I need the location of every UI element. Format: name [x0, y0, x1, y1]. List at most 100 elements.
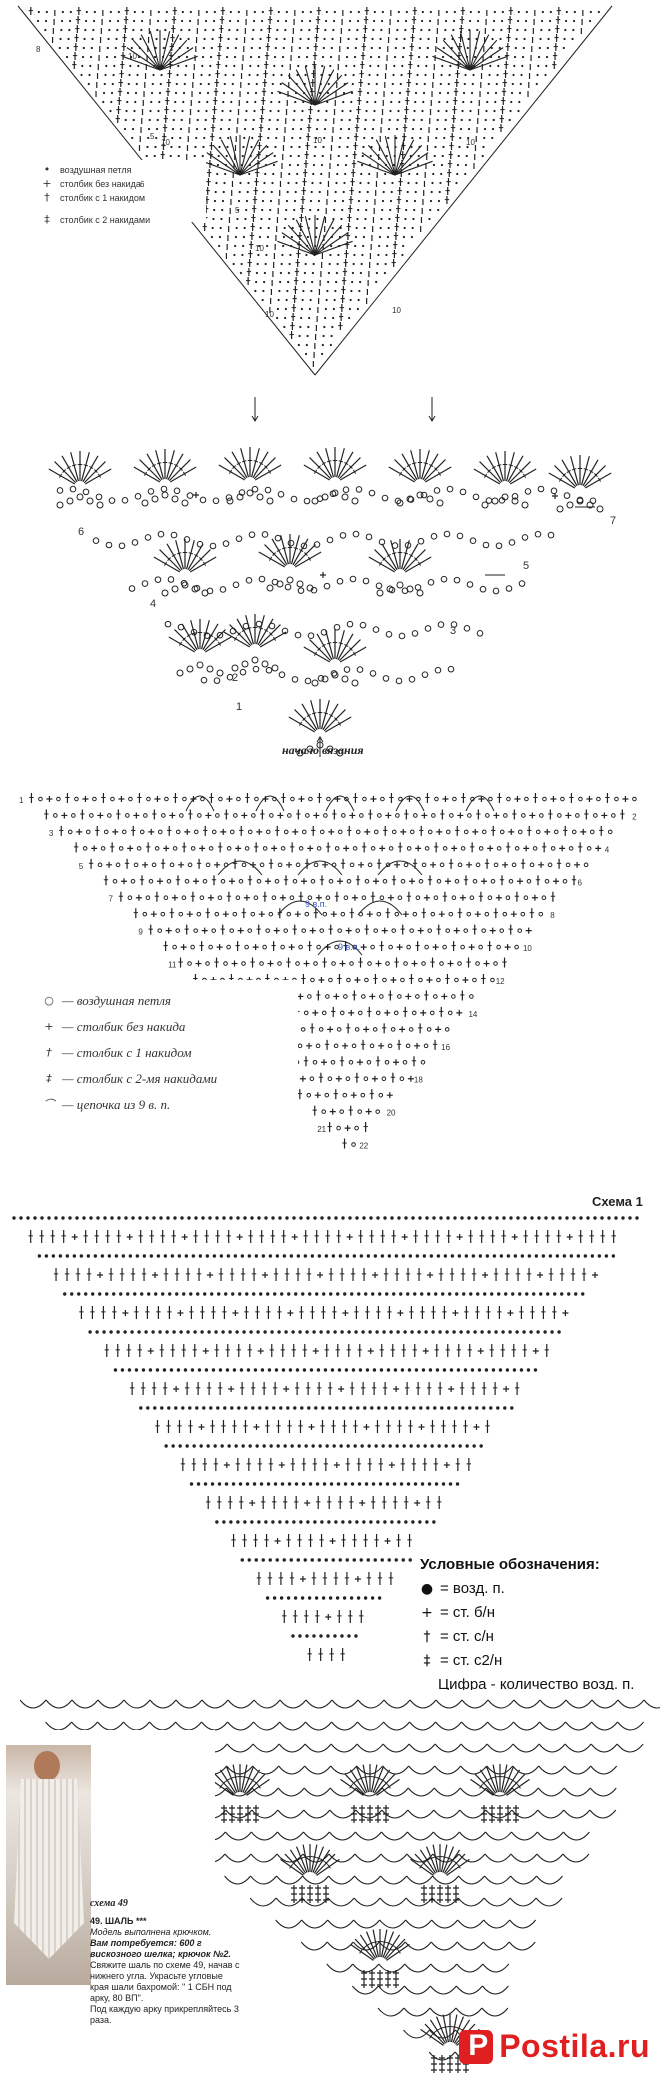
single-crochet-stitch — [417, 927, 424, 934]
single-crochet-stitch — [253, 1817, 259, 1823]
chain-stitch — [131, 127, 135, 131]
single-crochet-stitch — [351, 894, 358, 901]
chain-stitch — [427, 579, 435, 586]
chain-stitch — [316, 944, 321, 950]
chain-stitch — [364, 118, 367, 122]
chain-arc — [224, 1853, 252, 1863]
chain-stitch — [379, 226, 382, 230]
chain-stitch — [372, 28, 375, 32]
chain-stitch — [299, 127, 303, 131]
single-crochet-stitch — [348, 1009, 355, 1016]
yarn-over-mark — [186, 633, 191, 638]
chain-stitch — [301, 10, 304, 14]
double-crochet-stitch — [380, 1929, 388, 1958]
chain-arc — [277, 1787, 305, 1797]
chain-stitch — [196, 661, 204, 669]
chain-stitch — [276, 28, 279, 32]
chain-stitch — [395, 813, 400, 818]
chain-stitch — [253, 109, 256, 113]
chain-stitch — [514, 46, 517, 50]
chain-stitch — [296, 1558, 300, 1562]
chain-arc — [487, 1699, 515, 1709]
chain-stitch — [185, 1444, 189, 1448]
stitch-count: 10 — [128, 52, 137, 61]
single-crochet-stitch — [283, 1386, 290, 1392]
chain-stitch — [166, 1216, 170, 1220]
single-crochet-stitch — [566, 1234, 573, 1240]
chain-stitch — [308, 1482, 313, 1486]
chain-stitch — [114, 1254, 119, 1258]
chain-arc — [538, 1765, 566, 1775]
chain-stitch — [112, 1292, 116, 1296]
chart-stroke — [459, 31, 471, 71]
chain-stitch — [270, 190, 273, 194]
chain-stitch — [197, 109, 200, 113]
chain-stitch — [341, 208, 344, 212]
chain-stitch — [362, 577, 370, 585]
chain-stitch — [307, 994, 312, 999]
chart-stroke — [229, 136, 241, 176]
single-crochet-stitch — [562, 1310, 569, 1316]
yarn-over-mark — [402, 467, 406, 471]
chain-stitch — [481, 928, 487, 933]
chain-stitch — [349, 1596, 354, 1600]
chain-stitch — [385, 961, 390, 966]
chain-stitch — [148, 878, 154, 884]
chain-arc — [455, 2007, 483, 2017]
chain-stitch — [131, 136, 134, 140]
double-crochet-stitch — [373, 1769, 391, 1794]
single-crochet-stitch — [480, 878, 487, 885]
chain-stitch — [380, 19, 384, 23]
chain-stitch — [329, 64, 332, 68]
yarn-over-mark — [384, 1781, 389, 1786]
chain-stitch — [257, 1520, 261, 1524]
double-crochet-stitch — [214, 1773, 235, 1795]
chain-stitch — [340, 118, 343, 122]
chain-arc — [510, 1853, 538, 1863]
chain-arc — [355, 1809, 383, 1819]
yarn-over-mark — [316, 1857, 321, 1860]
double-crochet-stitch — [554, 465, 577, 488]
chain-stitch — [452, 19, 456, 23]
yarn-over-mark — [259, 461, 264, 466]
single-crochet-stitch — [386, 1092, 393, 1099]
chain-stitch — [470, 1368, 475, 1372]
chain-stitch — [324, 118, 327, 122]
chain-stitch — [243, 226, 246, 230]
chain-stitch — [123, 127, 127, 131]
chain-stitch — [457, 154, 460, 158]
chain-stitch — [290, 495, 298, 503]
chain-stitch — [434, 666, 442, 674]
double-crochet-stitch — [61, 455, 78, 483]
yarn-over-mark — [437, 471, 442, 476]
chain-stitch — [318, 190, 321, 194]
chain-stitch — [260, 19, 264, 23]
chain-stitch — [459, 127, 463, 131]
chain-stitch — [380, 217, 383, 221]
single-crochet-stitch — [333, 1462, 340, 1468]
chain-stitch — [437, 621, 445, 628]
double-crochet-stitch — [155, 450, 165, 480]
single-crochet-stitch — [595, 845, 602, 852]
chain-stitch — [443, 530, 451, 538]
chain-stitch — [555, 1254, 560, 1258]
chain-stitch — [260, 28, 263, 32]
chain-stitch — [366, 100, 369, 104]
chain-stitch — [356, 28, 359, 32]
chain-stitch — [498, 497, 506, 504]
chain-stitch — [280, 846, 286, 851]
chain-stitch — [402, 1059, 408, 1065]
yarn-over-mark — [281, 547, 287, 550]
single-crochet-stitch — [237, 1817, 243, 1823]
chain-stitch — [254, 100, 257, 104]
chain-stitch — [218, 145, 221, 149]
chain-stitch — [389, 109, 392, 113]
legend-item: ‡столбик с 2 накидами — [40, 213, 150, 227]
double-crochet-stitch — [320, 700, 330, 730]
single-crochet-stitch — [489, 1817, 495, 1823]
yarn-over-mark — [349, 1784, 353, 1789]
chain-stitch — [249, 1330, 253, 1334]
chain-stitch — [237, 208, 240, 212]
yarn-over-mark — [306, 713, 311, 718]
chain-stitch — [270, 100, 273, 104]
